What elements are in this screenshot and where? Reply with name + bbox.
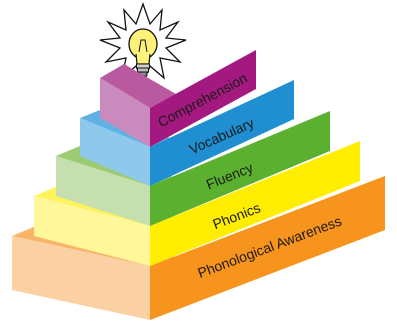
tier-side-face: [80, 118, 150, 186]
pyramid-tiers: Phonological AwarenessPhonicsFluencyVoca…: [12, 50, 385, 320]
tier-side-face: [100, 78, 150, 147]
tier-side-face: [56, 156, 150, 226]
tier-front-face: [150, 111, 330, 226]
tier-front-face: [150, 141, 360, 266]
tier-comprehension: Comprehension: [100, 50, 256, 147]
tier-side-face: [12, 236, 150, 320]
tier-front-face: [150, 176, 385, 320]
tier-front-face: [150, 80, 294, 186]
tier-top-surface: [100, 64, 176, 108]
tier-side-face: [34, 196, 150, 266]
tier-front-face: [150, 50, 256, 147]
